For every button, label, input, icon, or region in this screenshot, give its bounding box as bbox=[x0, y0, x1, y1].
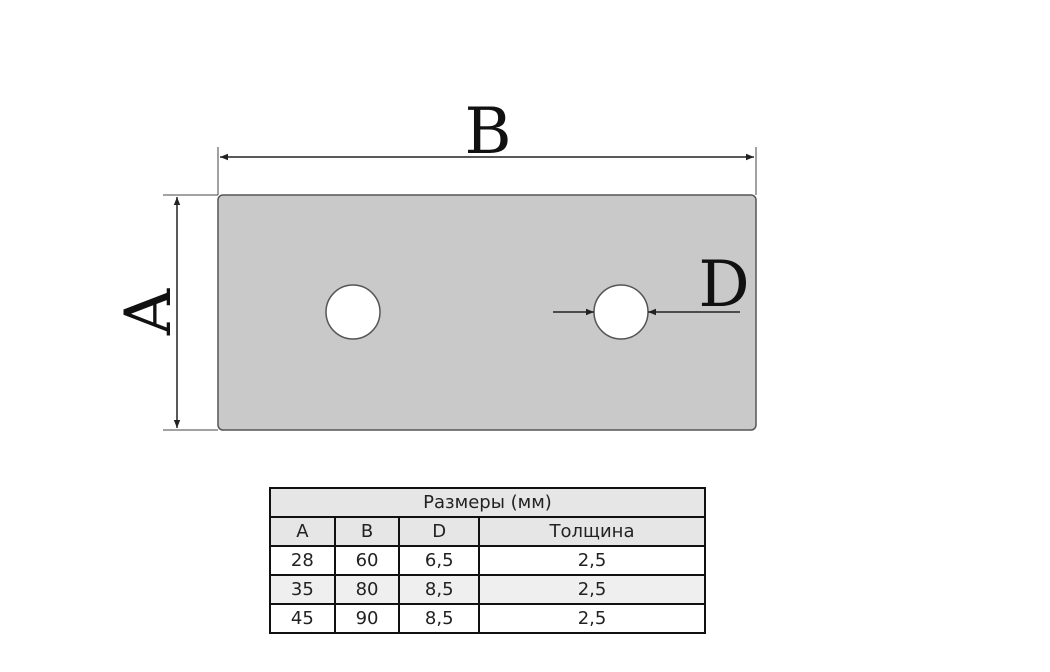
column-header-b: B bbox=[333, 516, 401, 547]
hole-right bbox=[593, 284, 649, 340]
label-b: B bbox=[464, 95, 511, 169]
hole-left bbox=[325, 284, 381, 340]
table-cell: 8,5 bbox=[398, 574, 481, 605]
table-cell: 2,5 bbox=[478, 603, 706, 634]
technical-drawing: B A D bbox=[112, 95, 757, 431]
table-cell: 90 bbox=[333, 603, 401, 634]
table-cell: 35 bbox=[269, 574, 336, 605]
table-row: 28 60 6,5 2,5 bbox=[269, 545, 706, 576]
table-cell: 2,5 bbox=[478, 545, 706, 576]
table-cell: 8,5 bbox=[398, 603, 481, 634]
table-cell: 2,5 bbox=[478, 574, 706, 605]
label-d: D bbox=[698, 248, 749, 322]
dimensions-table: Размеры (мм) A B D Толщина 28 60 6,5 2,5… bbox=[269, 487, 706, 634]
plate bbox=[217, 194, 757, 431]
table-cell: 80 bbox=[333, 574, 401, 605]
column-header-d: D bbox=[398, 516, 481, 547]
table-row: 35 80 8,5 2,5 bbox=[269, 574, 706, 605]
table-cell: 6,5 bbox=[398, 545, 481, 576]
table-cell: 28 bbox=[269, 545, 336, 576]
column-header-thickness: Толщина bbox=[478, 516, 706, 547]
column-header-a: A bbox=[269, 516, 336, 547]
label-a: A bbox=[112, 288, 186, 336]
table-cell: 60 bbox=[333, 545, 401, 576]
table-caption: Размеры (мм) bbox=[269, 487, 706, 518]
table-cell: 45 bbox=[269, 603, 336, 634]
table-row: 45 90 8,5 2,5 bbox=[269, 603, 706, 634]
